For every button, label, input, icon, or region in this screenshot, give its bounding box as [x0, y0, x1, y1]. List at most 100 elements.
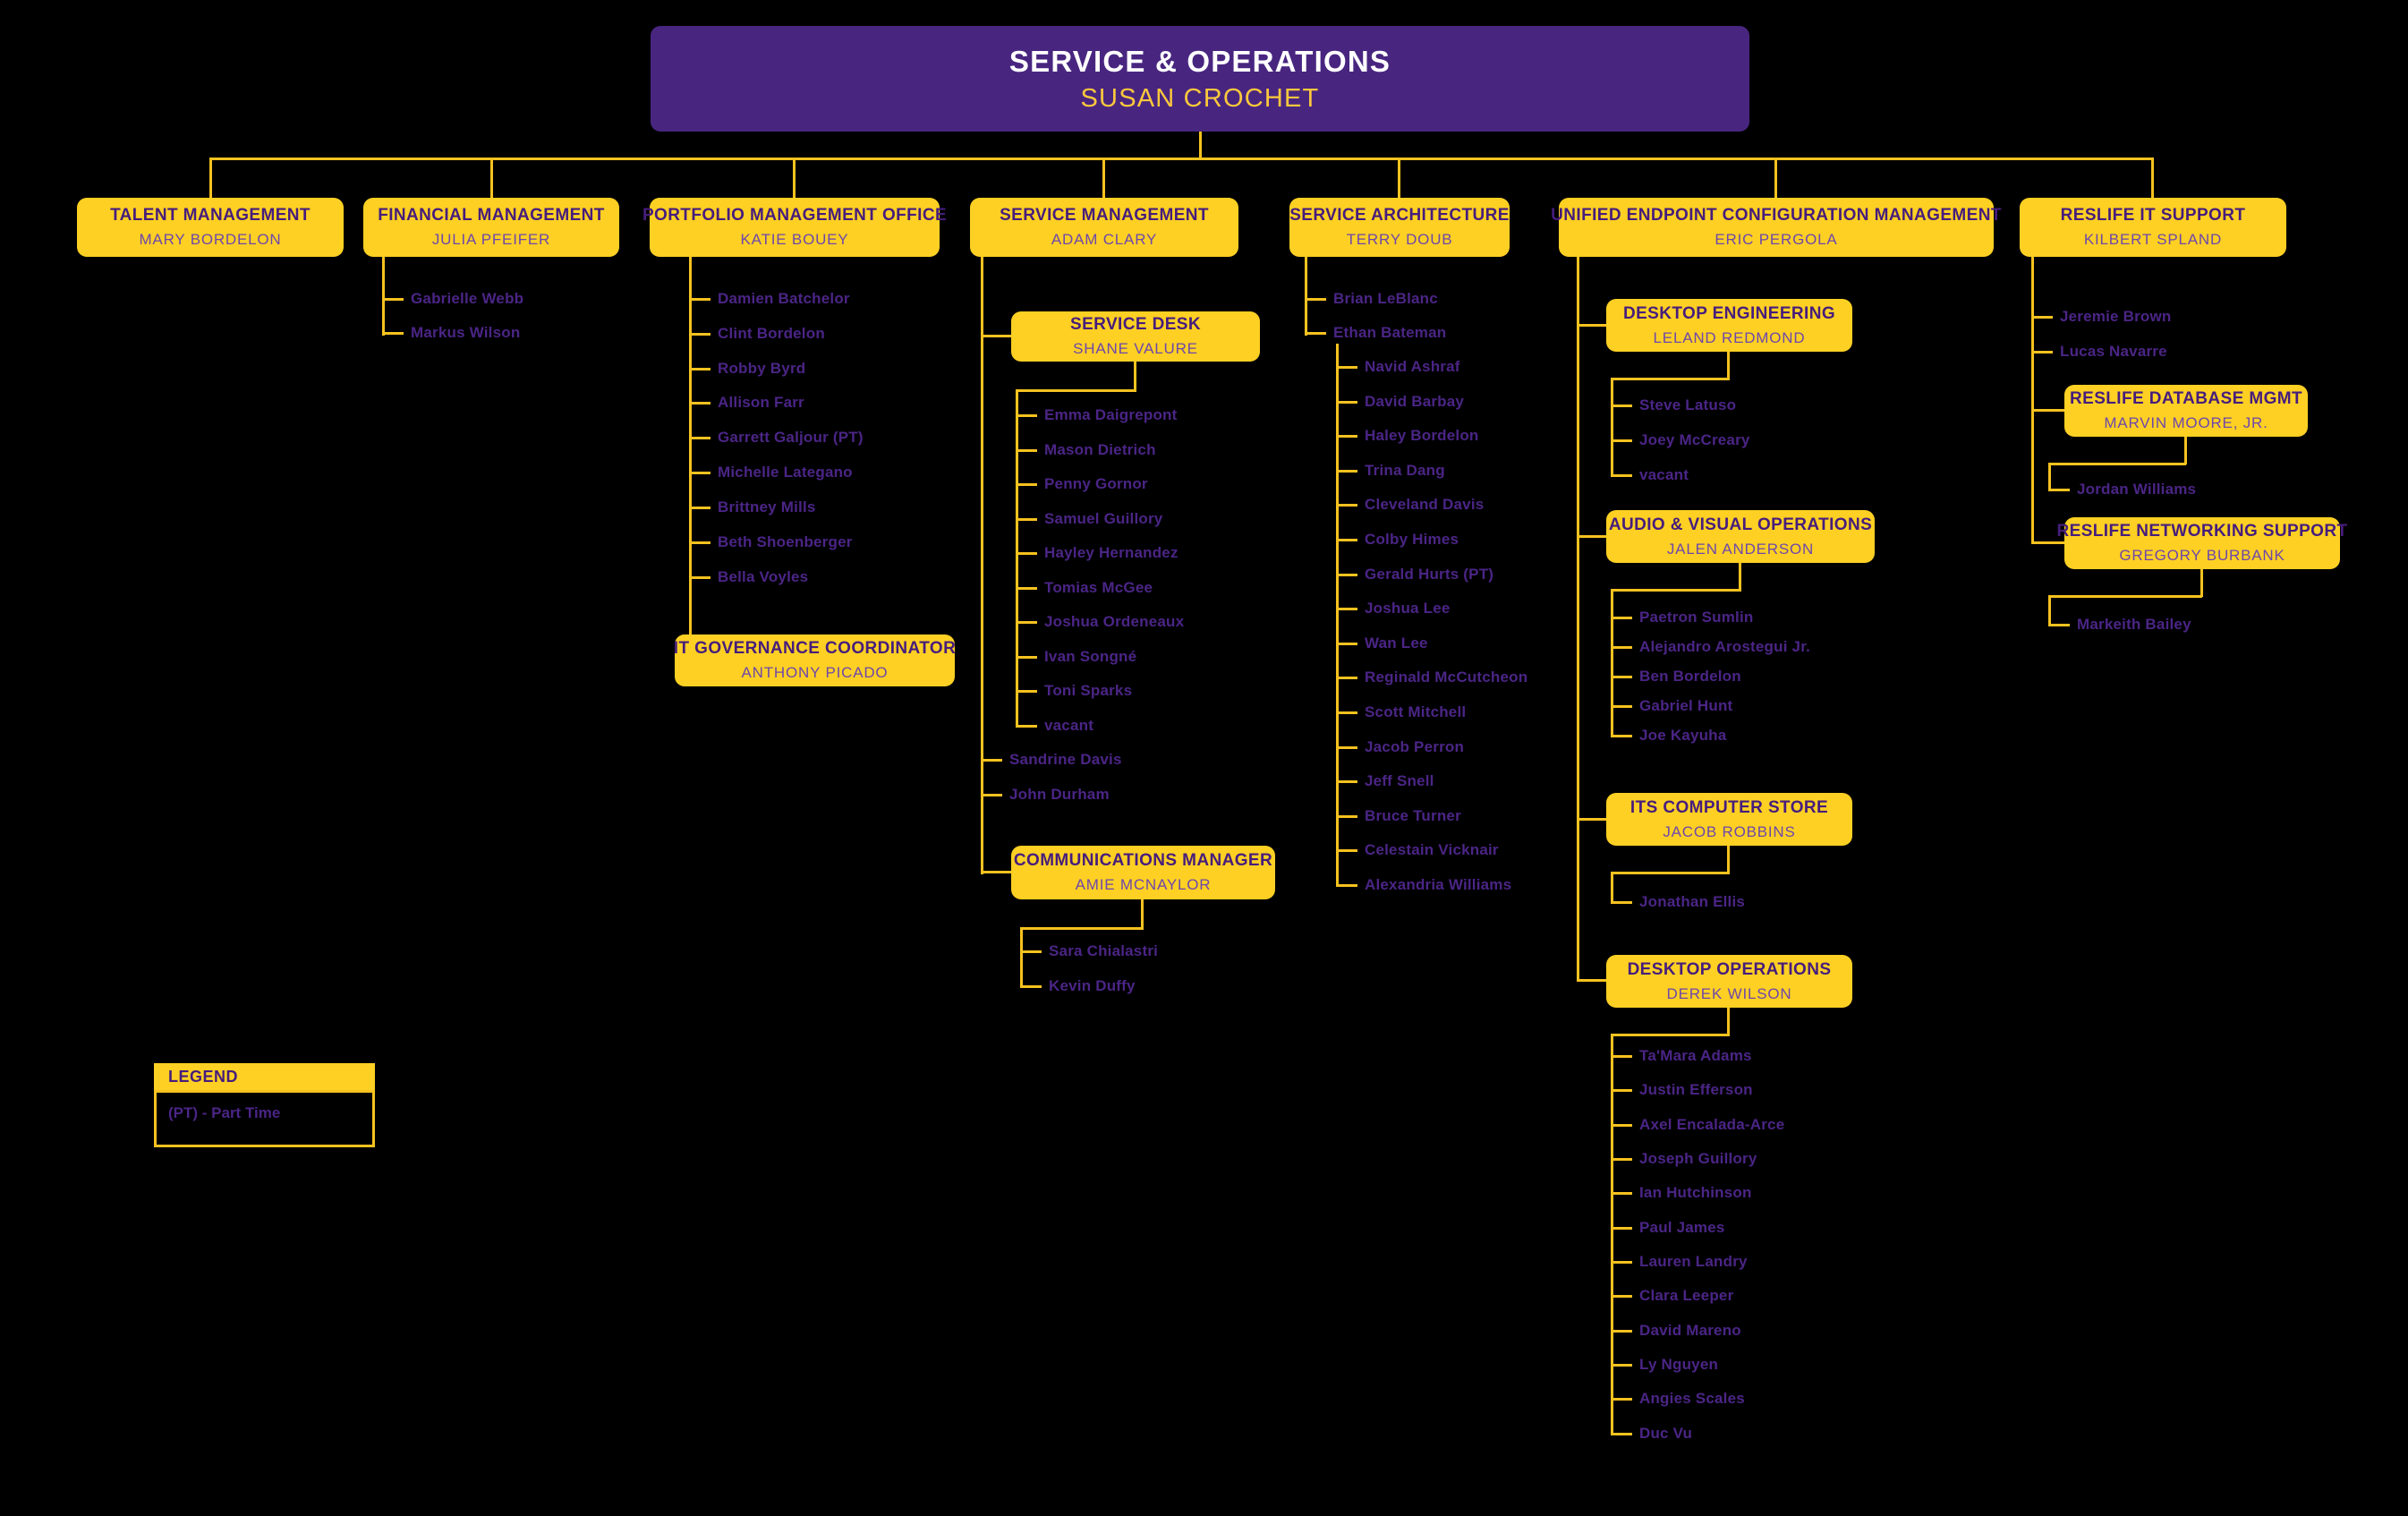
connector-line [2200, 569, 2203, 597]
org-box-title: IT GOVERNANCE COORDINATOR [673, 639, 957, 658]
member-archteam-3: Trina Dang [1365, 462, 1445, 479]
org-box-lead: GREGORY BURBANK [2119, 547, 2285, 564]
legend: LEGEND (PT) - Part Time [154, 1063, 375, 1147]
member-servicedesk-0: Emma Daigrepont [1044, 406, 1178, 423]
connector-line [1336, 366, 1357, 369]
member-archteam-10: Scott Mitchell [1365, 703, 1467, 720]
org-box-lead: JULIA PFEIFER [431, 231, 551, 248]
connector-line [1577, 257, 1579, 982]
connector-line [1016, 389, 1136, 392]
member-desktopops-10: Angies Scales [1639, 1390, 1745, 1407]
connector-line [1016, 656, 1037, 659]
connector-line [1016, 518, 1037, 521]
connector-line [1611, 589, 1741, 592]
connector-line [1611, 1089, 1632, 1092]
connector-line [1336, 849, 1357, 852]
member-avo-2: Ben Bordelon [1639, 668, 1741, 685]
org-box-lead: ADAM CLARY [1051, 231, 1158, 248]
member-servicedesk-9: vacant [1044, 717, 1094, 734]
org-box-title: ITS COMPUTER STORE [1629, 797, 1829, 817]
connector-line [981, 871, 1013, 873]
org-box-title: RESLIFE IT SUPPORT [2060, 206, 2246, 225]
connector-line [1611, 1227, 1632, 1230]
member-desktopops-0: Ta'Mara Adams [1639, 1047, 1752, 1064]
connector-line [1611, 439, 1632, 442]
connector-line [2184, 437, 2187, 464]
member-desktopops-9: Ly Nguyen [1639, 1356, 1719, 1373]
connector-line [981, 794, 1002, 796]
connector-line [1336, 539, 1357, 541]
connector-line [1727, 846, 1730, 873]
connector-line [1016, 552, 1037, 555]
connector-line [1611, 1261, 1632, 1264]
connector-line [1577, 324, 1608, 327]
org-box-store: ITS COMPUTER STORE JACOB ROBBINS [1606, 793, 1852, 846]
member-servicedesk-6: Joshua Ordeneaux [1044, 613, 1185, 630]
connector-line [2031, 541, 2064, 544]
org-box-title: COMMUNICATIONS MANAGER [1013, 851, 1273, 870]
member-desktopops-1: Justin Efferson [1639, 1081, 1753, 1098]
connector-line [2048, 595, 2202, 598]
org-box-title: RESLIFE NETWORKING SUPPORT [2056, 522, 2348, 541]
member-store-0: Jonathan Ellis [1639, 893, 1746, 910]
connector-line [1016, 587, 1037, 590]
connector-line [1611, 1433, 1632, 1435]
connector-line [2151, 158, 2154, 198]
member-desktopeng-1: Joey McCreary [1639, 431, 1750, 448]
connector-line [1305, 257, 1307, 336]
connector-line [490, 158, 493, 198]
connector-line [1020, 985, 1042, 988]
member-reslife-1: Lucas Navarre [2060, 343, 2167, 360]
org-box-lead: ANTHONY PICADO [741, 664, 889, 681]
member-portfolio-1: Clint Bordelon [718, 325, 825, 342]
connector-line [2048, 489, 2070, 491]
connector-line [2048, 595, 2051, 626]
connector-line [689, 333, 710, 336]
connector-line [1611, 676, 1632, 678]
connector-line [1611, 872, 1613, 904]
org-box-lead: TERRY DOUB [1346, 231, 1453, 248]
member-archteam-15: Alexandria Williams [1365, 876, 1512, 893]
org-box-lead: JACOB ROBBINS [1663, 822, 1796, 840]
connector-line [1611, 378, 1613, 477]
org-box-root: SERVICE & OPERATIONS SUSAN CROCHET [651, 26, 1749, 132]
connector-line [1336, 504, 1357, 507]
org-box-uecm: UNIFIED ENDPOINT CONFIGURATION MANAGEMEN… [1551, 198, 2001, 257]
connector-line [2031, 351, 2053, 353]
connector-line [1577, 979, 1608, 982]
legend-note: (PT) - Part Time [168, 1104, 281, 1121]
member-archteam-11: Jacob Perron [1365, 738, 1465, 755]
connector-line [1336, 746, 1357, 749]
org-box-lead: DEREK WILSON [1666, 984, 1792, 1002]
org-box-lead: KILBERT SPLAND [2083, 231, 2223, 248]
connector-line [1016, 483, 1037, 486]
member-portfolio-6: Brittney Mills [718, 498, 816, 515]
connector-line [1336, 884, 1357, 887]
connector-line [1611, 1330, 1632, 1333]
org-box-title: DESKTOP OPERATIONS [1627, 959, 1832, 979]
connector-line [689, 402, 710, 405]
org-box-title: UNIFIED ENDPOINT CONFIGURATION MANAGEMEN… [1551, 206, 2002, 225]
member-archteam-12: Jeff Snell [1365, 772, 1434, 789]
member-desktopops-11: Duc Vu [1639, 1425, 1693, 1442]
connector-line [1016, 389, 1018, 728]
connector-line [1611, 617, 1632, 619]
member-reslifedb-0: Jordan Williams [2077, 481, 2197, 498]
member-desktopops-3: Joseph Guillory [1639, 1150, 1757, 1167]
connector-line [1577, 535, 1608, 538]
connector-line [1336, 780, 1357, 783]
member-comms-1: Kevin Duffy [1049, 977, 1136, 994]
org-box-title: SERVICE & OPERATIONS [1008, 44, 1391, 78]
org-box-lead: MARY BORDELON [139, 231, 282, 248]
connector-line [793, 158, 796, 198]
connector-line [2031, 409, 2064, 412]
member-portfolio-4: Garrett Galjour (PT) [718, 429, 864, 446]
member-reslife-0: Jeremie Brown [2060, 308, 2172, 325]
member-archteam-8: Wan Lee [1365, 635, 1428, 652]
connector-line [1199, 132, 1202, 159]
